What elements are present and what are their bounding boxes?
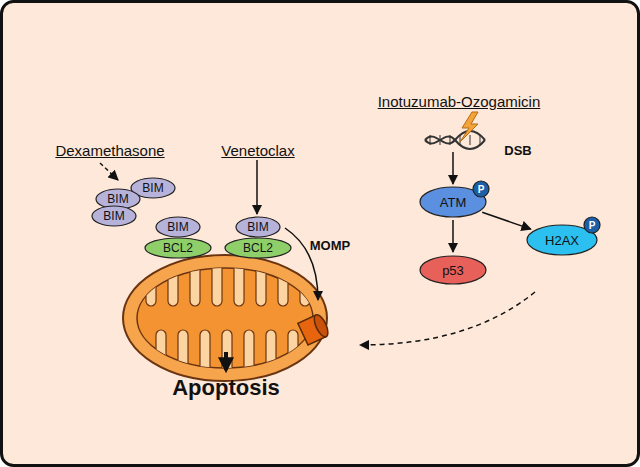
drug-name: Dexamethasone — [55, 142, 164, 159]
phospho-mark: P — [472, 180, 490, 198]
bcl2-protein: BCL2 — [224, 237, 292, 259]
node-label: BIM — [167, 220, 188, 234]
atm-kinase: ATM P — [419, 186, 487, 218]
apoptosis-arrow — [224, 352, 228, 370]
dashed-arrow — [100, 163, 118, 180]
dashed-arrow — [360, 292, 535, 345]
node-label: BCL2 — [243, 241, 273, 255]
node-label: BIM — [247, 220, 268, 234]
mitochondrial-pore — [298, 313, 331, 345]
drug-name: Venetoclax — [221, 142, 294, 159]
lightning-bolt — [460, 112, 478, 142]
arrow-connector — [452, 220, 454, 252]
node-label: BIM — [103, 209, 124, 223]
arrow — [256, 160, 258, 214]
h2ax-histone: H2AXP — [526, 224, 598, 256]
node-label: ATM — [440, 195, 466, 210]
bim-protein: BIM — [91, 205, 137, 227]
node-label: p53 — [442, 263, 464, 278]
lesion-label: DSB — [504, 143, 531, 158]
p53-protein: p53 — [419, 255, 487, 285]
bim-protein: BIM — [155, 216, 201, 238]
arrow-connector — [482, 212, 531, 229]
drug-name: Inotuzumab-Ozogamicin — [378, 93, 541, 110]
arrow — [452, 152, 454, 184]
phospho-mark: P — [583, 216, 601, 234]
mitochondrion — [123, 255, 327, 381]
node-label: BIM — [107, 192, 128, 206]
node-label: H2AX — [545, 233, 579, 248]
dna-helix — [425, 131, 485, 149]
node-label: BIM — [142, 181, 163, 195]
node-label: P — [589, 220, 596, 231]
node-label: BCL2 — [163, 241, 193, 255]
bcl2-protein: BCL2 — [144, 237, 212, 259]
node-label: P — [478, 184, 485, 195]
outcome-label: Apoptosis — [172, 375, 280, 401]
process-label: MOMP — [310, 238, 350, 253]
bim-protein: BIM — [235, 216, 281, 238]
